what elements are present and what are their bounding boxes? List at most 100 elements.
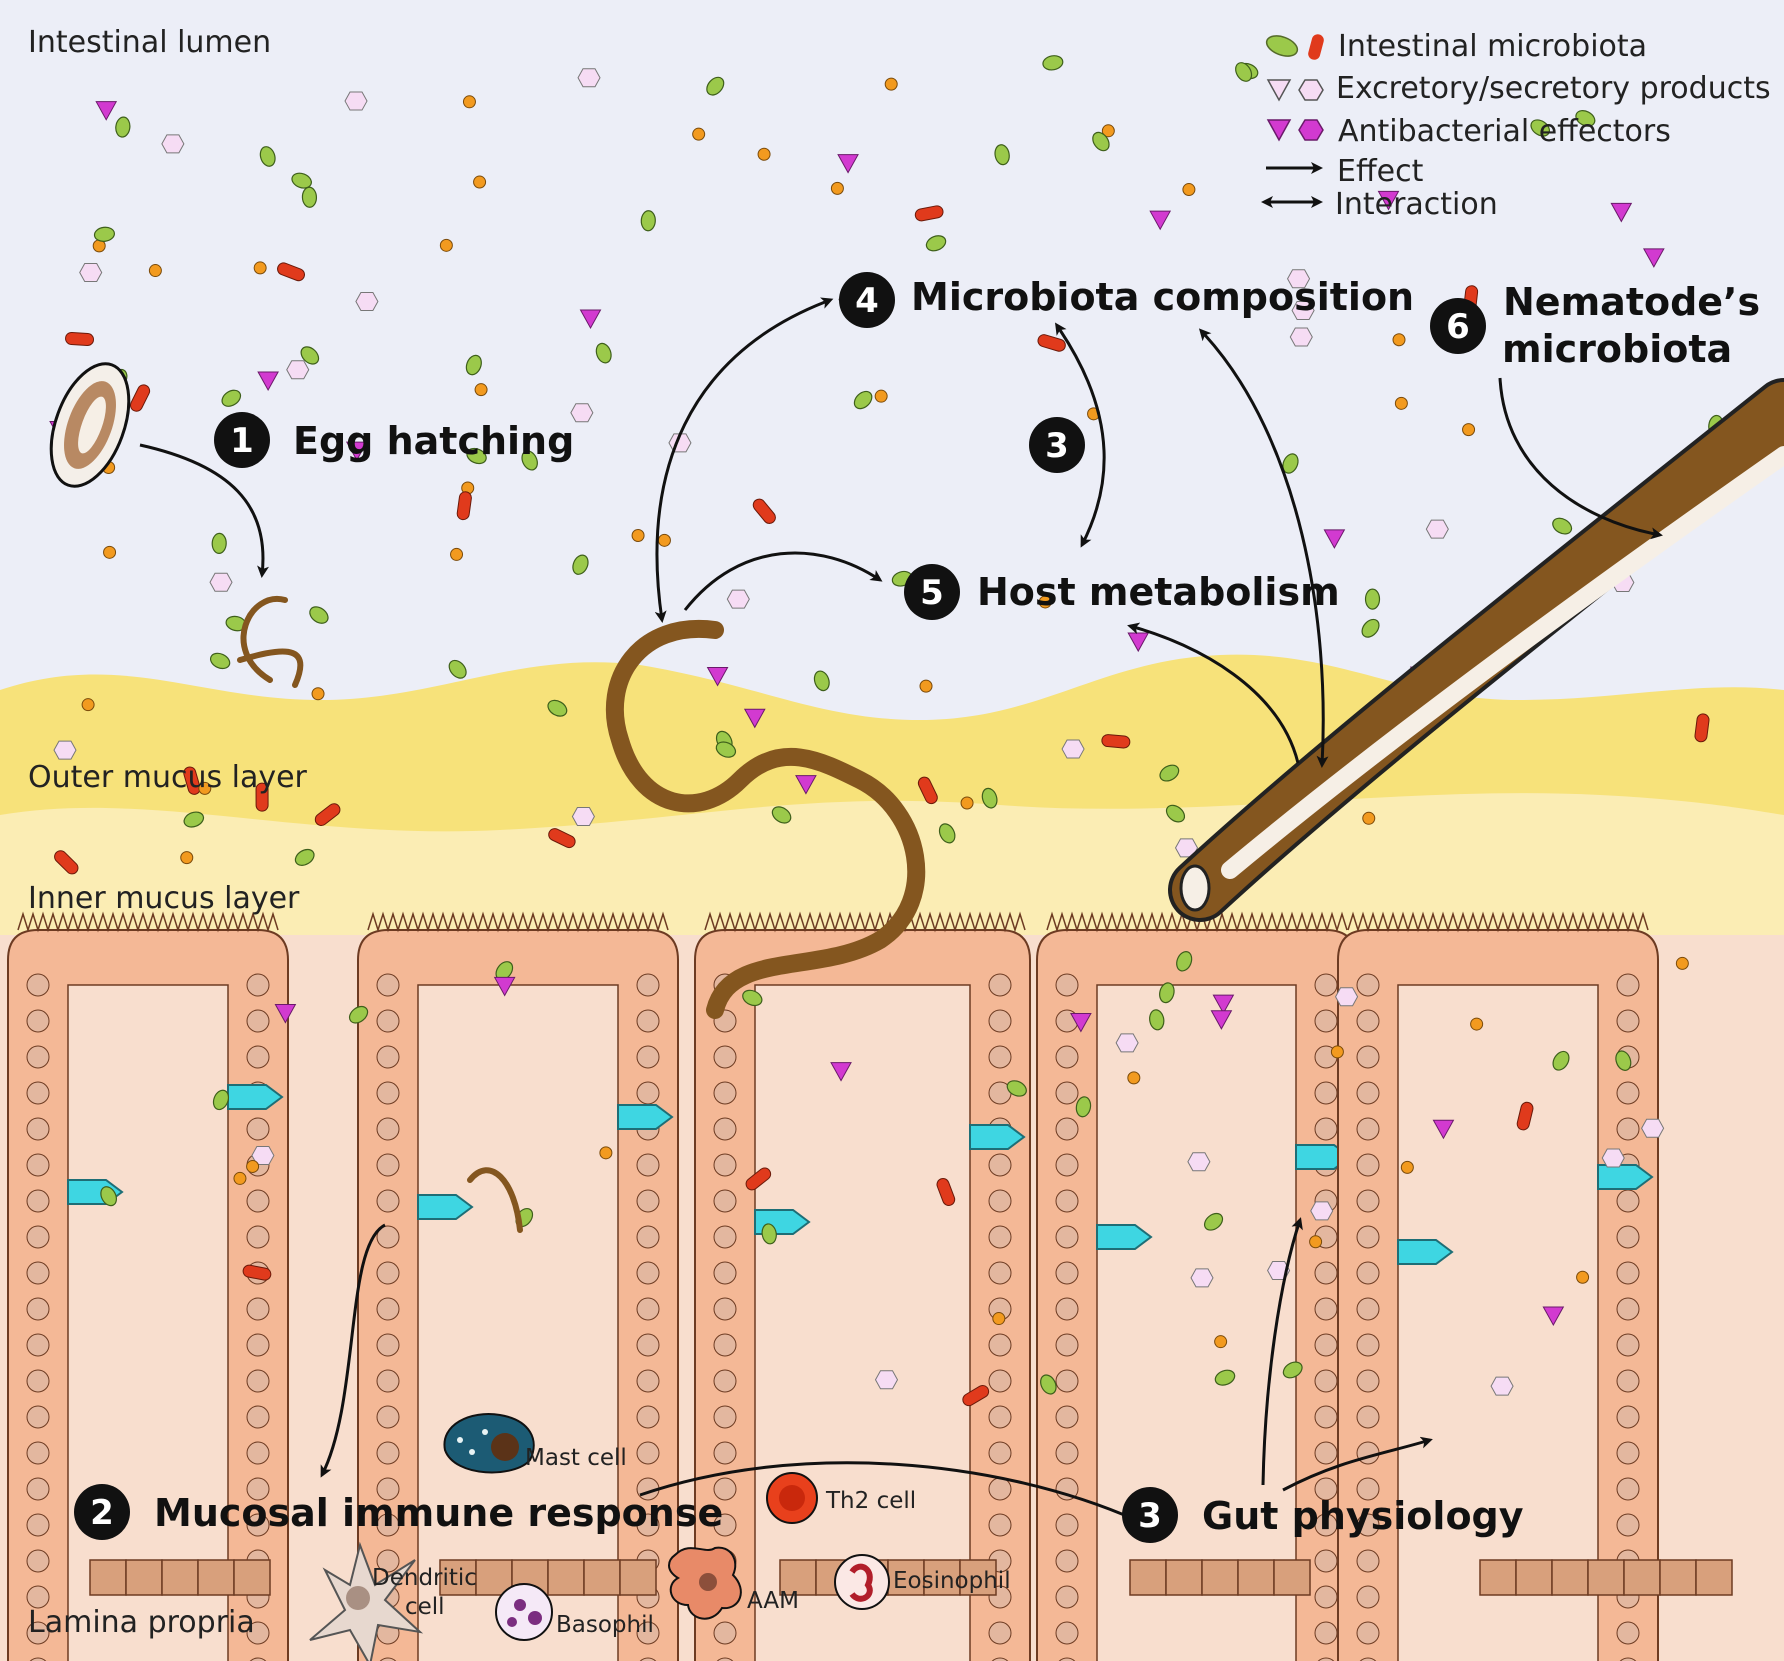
arrow-gut-up-1 xyxy=(1261,1217,1303,1486)
nucleus xyxy=(636,1009,660,1033)
nucleus xyxy=(1314,1405,1338,1429)
step-3-gut: 3 Gut physiology xyxy=(1122,1487,1524,1543)
nucleus xyxy=(1619,1657,1637,1661)
goblet-cell xyxy=(227,1084,284,1110)
bacterium-green xyxy=(715,741,737,758)
bacterium-green xyxy=(1075,1096,1092,1118)
arrows xyxy=(139,297,1663,1522)
villus xyxy=(1337,911,1659,1661)
nucleus xyxy=(26,1045,50,1069)
nucleus xyxy=(26,1297,50,1321)
bacterium-rod xyxy=(1516,1101,1534,1131)
nucleus xyxy=(376,1405,400,1429)
nucleus xyxy=(988,1477,1012,1501)
nucleus xyxy=(1314,1621,1338,1645)
es-product xyxy=(1115,1033,1139,1053)
basophil-label: Basophil xyxy=(556,1612,654,1638)
legend-microbiota-label: Intestinal microbiota xyxy=(1338,29,1647,64)
nucleus xyxy=(1356,973,1380,997)
nucleus xyxy=(1356,1297,1380,1321)
large-worm xyxy=(1168,378,1784,922)
antibacterial-effector xyxy=(830,1062,852,1082)
legend-antibacterial-label: Antibacterial effectors xyxy=(1338,114,1671,149)
bacterium-green xyxy=(301,186,318,208)
bacterium-coccus xyxy=(757,147,771,161)
antibacterial-effector xyxy=(493,976,516,997)
central-worm xyxy=(606,619,926,1019)
nucleus xyxy=(1055,1585,1079,1609)
nucleus xyxy=(988,1441,1012,1465)
nucleus xyxy=(1616,1369,1640,1393)
step-6-badge xyxy=(1430,298,1486,354)
nucleus xyxy=(988,1045,1012,1069)
step-6-label-1: Nematode’s xyxy=(1503,280,1760,324)
legend-es-icon xyxy=(1266,79,1324,102)
bacterium-green xyxy=(221,389,242,407)
nucleus xyxy=(713,1297,737,1321)
nucleus xyxy=(636,1261,660,1285)
nucleus xyxy=(1356,1441,1380,1465)
es-product xyxy=(1187,1152,1211,1172)
nucleus xyxy=(988,973,1012,997)
nucleus xyxy=(1314,1261,1338,1285)
dendritic-cell-label-1: Dendritic xyxy=(372,1565,477,1591)
antibacterial-effector xyxy=(1610,202,1633,223)
bacterium-green xyxy=(761,1223,777,1245)
step-3-number: 3 xyxy=(1045,426,1069,466)
bacterium-green xyxy=(1165,804,1186,823)
bacterium-coccus xyxy=(246,1159,260,1173)
nucleus xyxy=(991,1657,1009,1661)
crypt-base-cell xyxy=(1623,1559,1661,1596)
nucleus xyxy=(1314,1081,1338,1105)
es-product xyxy=(577,68,601,88)
step-4-badge xyxy=(839,272,895,328)
nucleus xyxy=(1616,1225,1640,1249)
nucleus xyxy=(249,1657,267,1661)
nucleus xyxy=(636,1369,660,1393)
bacterium-coccus xyxy=(960,796,974,810)
legend-microbiota-icon xyxy=(1265,34,1324,60)
crypt-base-cell xyxy=(161,1559,199,1596)
es-product xyxy=(1601,1148,1625,1168)
nucleus xyxy=(376,1045,400,1069)
nucleus xyxy=(713,1045,737,1069)
bacterium-green xyxy=(1149,1009,1165,1031)
crypt-base-cell xyxy=(1237,1559,1275,1596)
bacterium-green xyxy=(115,116,131,138)
nucleus xyxy=(26,1081,50,1105)
bacterium-coccus xyxy=(692,127,706,141)
antibacterial-effector xyxy=(1643,248,1665,268)
nucleus xyxy=(639,1657,657,1661)
nucleus xyxy=(636,1333,660,1357)
crypt-base-cell xyxy=(1695,1559,1733,1596)
step-2: 2 Mucosal immune response xyxy=(74,1484,723,1540)
goblet-cell xyxy=(1397,1239,1454,1265)
nucleus xyxy=(988,1369,1012,1393)
step-5-badge xyxy=(904,564,960,620)
legend: Intestinal microbiota Excretory/secretor… xyxy=(1261,29,1771,222)
crypt-base-cell xyxy=(1479,1559,1517,1596)
nucleus xyxy=(1359,1657,1377,1661)
nucleus xyxy=(1314,1549,1338,1573)
nucleus xyxy=(636,1621,660,1645)
antibacterial-effector xyxy=(1432,1119,1455,1140)
bacterium-coccus xyxy=(830,181,844,195)
nucleus xyxy=(1055,1369,1079,1393)
nucleus xyxy=(636,1081,660,1105)
nucleus xyxy=(1317,1657,1335,1661)
bacterium-green xyxy=(595,342,612,364)
nucleus xyxy=(1356,1369,1380,1393)
bacterium-green xyxy=(742,989,763,1007)
villus-core xyxy=(417,984,619,1661)
nucleus xyxy=(1356,1081,1380,1105)
nucleus xyxy=(1055,1081,1079,1105)
bacterium-green xyxy=(706,76,725,96)
goblet-cell xyxy=(417,1194,474,1220)
villus-core xyxy=(1096,984,1297,1661)
immune-cells: Mast cell Th2 cell Dendritic cell Basoph… xyxy=(309,1413,1011,1661)
nucleus xyxy=(1616,1189,1640,1213)
bacterium-coccus xyxy=(884,77,898,91)
nucleus xyxy=(376,1333,400,1357)
bacterium-coccus xyxy=(474,383,488,397)
bacterium-green xyxy=(1530,119,1550,137)
